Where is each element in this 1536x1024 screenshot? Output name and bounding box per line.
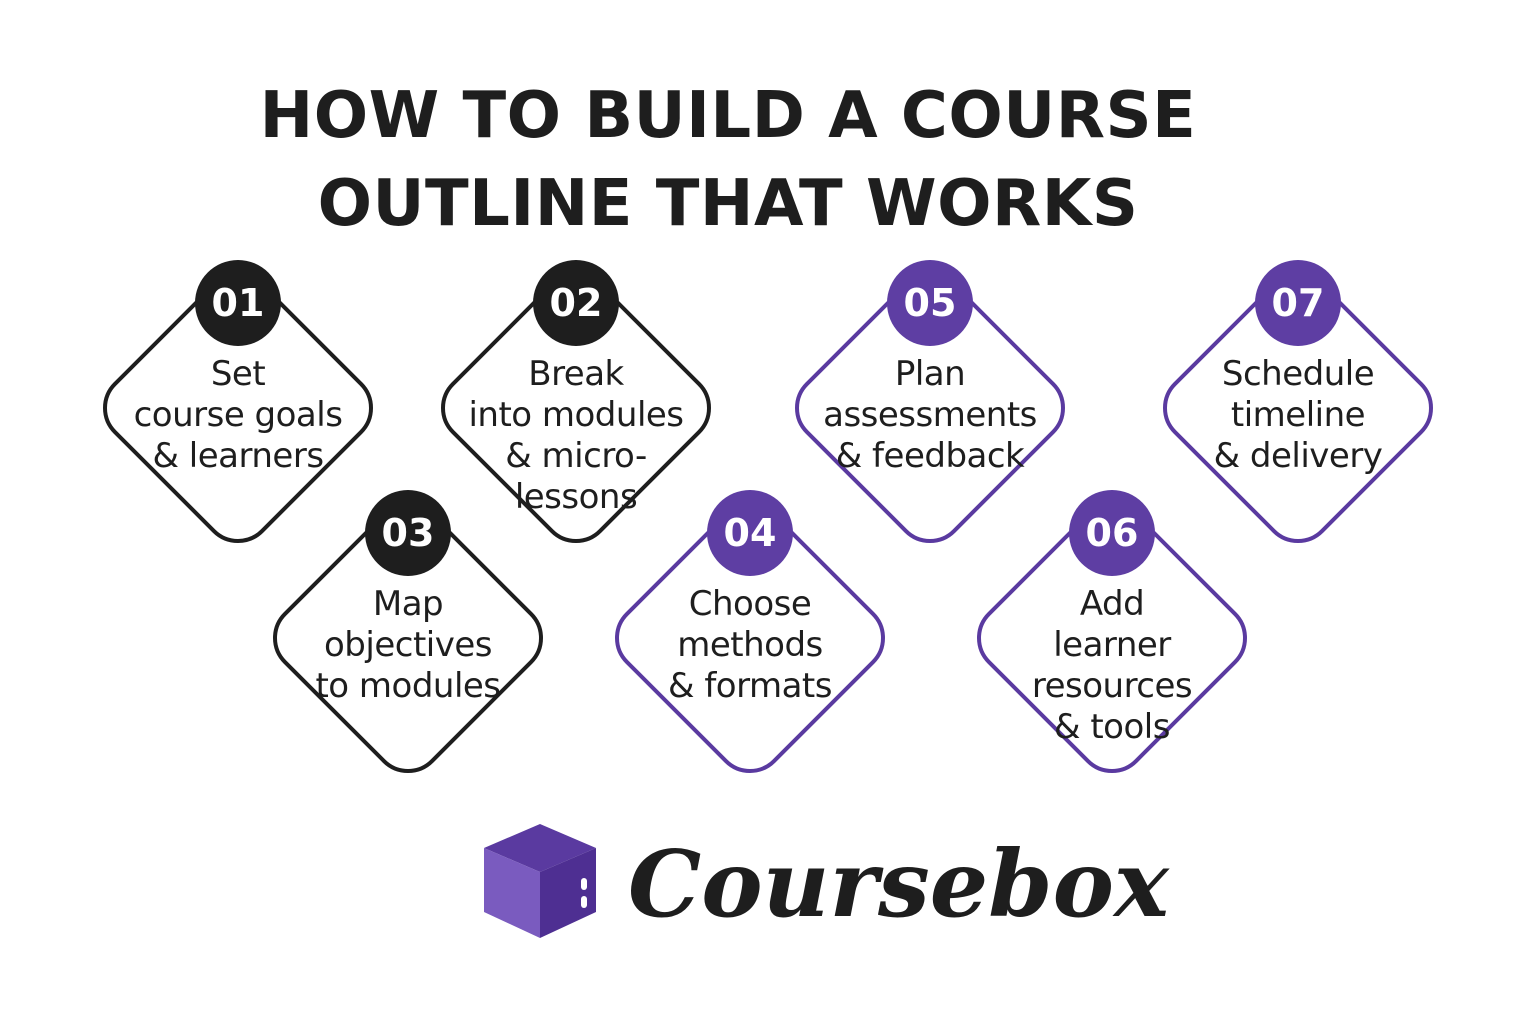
step-label-line: Choose (688, 584, 812, 624)
step-label-line: course goals (133, 395, 343, 435)
step-label-line: & feedback (835, 436, 1025, 476)
step-label: Choose methods & formats (630, 584, 870, 707)
step-label-line: & micro- (505, 436, 647, 476)
step-label-line: Add (1079, 584, 1145, 624)
step-label-line: methods (677, 625, 823, 665)
title-line-2: OUTLINE THAT WORKS (317, 167, 1139, 241)
step-label: Map objectives to modules (288, 584, 528, 707)
step-02: 02 Break into modules & micro- lessons (416, 248, 736, 568)
step-label-line: & formats (668, 666, 832, 706)
step-number-badge: 01 (195, 260, 281, 346)
step-05: 05 Plan assessments & feedback (770, 248, 1090, 568)
step-06: 06 Add learner resources & tools (952, 478, 1272, 798)
step-number-badge: 02 (533, 260, 619, 346)
step-label-line: & learners (152, 436, 324, 476)
step-label: Add learner resources & tools (992, 584, 1232, 748)
step-number-badge: 03 (365, 490, 451, 576)
step-label-line: & delivery (1213, 436, 1383, 476)
step-label-line: to modules (315, 666, 501, 706)
step-number-badge: 06 (1069, 490, 1155, 576)
step-07: 07 Schedule timeline & delivery (1138, 248, 1458, 568)
step-number-badge: 07 (1255, 260, 1341, 346)
step-number-badge: 04 (707, 490, 793, 576)
step-label: Plan assessments & feedback (810, 354, 1050, 477)
step-label-line: objectives (324, 625, 492, 665)
step-03: 03 Map objectives to modules (248, 478, 568, 798)
step-label: Set course goals & learners (118, 354, 358, 477)
step-label-line: lessons (514, 477, 638, 517)
step-number-badge: 05 (887, 260, 973, 346)
step-label-line: resources (1031, 666, 1193, 706)
step-label-line: into modules (468, 395, 684, 435)
step-04: 04 Choose methods & formats (590, 478, 910, 798)
step-label-line: Set (210, 354, 266, 394)
step-label-line: learner (1053, 625, 1171, 665)
page-title: HOW TO BUILD A COURSE OUTLINE THAT WORKS (0, 72, 1456, 248)
step-label-line: Break (528, 354, 624, 394)
step-label-line: assessments (823, 395, 1037, 435)
cube-icon (484, 824, 596, 938)
step-label-line: timeline (1230, 395, 1366, 435)
step-label: Break into modules & micro- lessons (456, 354, 696, 518)
step-label-line: & tools (1054, 707, 1170, 747)
step-01: 01 Set course goals & learners (78, 248, 398, 568)
step-label-line: Map (372, 584, 444, 624)
step-label: Schedule timeline & delivery (1178, 354, 1418, 477)
title-line-1: HOW TO BUILD A COURSE (259, 79, 1197, 153)
brand-name: Coursebox (628, 830, 1169, 938)
step-label-line: Plan (894, 354, 966, 394)
step-label-line: Schedule (1221, 354, 1375, 394)
